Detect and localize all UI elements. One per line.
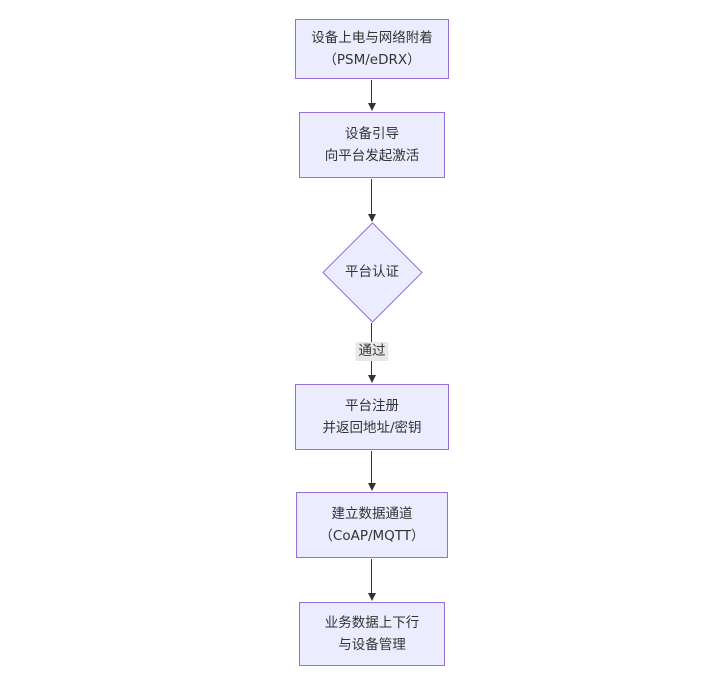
node-power-attach: 设备上电与网络附着 （PSM/eDRX） [295, 19, 449, 79]
edge-line-2 [371, 179, 372, 215]
node-bootstrap-line2: 向平台发起激活 [324, 148, 420, 164]
edge-label-pass: 通过 [355, 342, 389, 361]
arrowhead-3 [368, 375, 376, 383]
node-power-attach-line2: （PSM/eDRX） [323, 52, 421, 68]
node-register-line1: 平台注册 [345, 398, 399, 414]
edge-line-5 [371, 559, 372, 594]
arrowhead-5 [368, 593, 376, 601]
decision-platform-auth-label: 平台认证 [345, 264, 399, 280]
node-power-attach-line1: 设备上电与网络附着 [311, 30, 433, 46]
arrowhead-4 [368, 483, 376, 491]
arrowhead-1 [368, 103, 376, 111]
node-register-line2: 并返回地址/密钥 [322, 420, 422, 436]
node-business-data-line1: 业务数据上下行 [324, 615, 420, 631]
node-register: 平台注册 并返回地址/密钥 [295, 384, 449, 450]
edge-line-1 [371, 80, 372, 106]
node-data-channel-line2: （CoAP/MQTT） [319, 528, 425, 544]
node-data-channel-line1: 建立数据通道 [331, 506, 413, 522]
node-data-channel: 建立数据通道 （CoAP/MQTT） [296, 492, 448, 558]
node-bootstrap-line1: 设备引导 [345, 126, 399, 142]
node-business-data: 业务数据上下行 与设备管理 [299, 602, 445, 666]
node-business-data-line2: 与设备管理 [338, 637, 406, 653]
edge-line-4 [371, 451, 372, 484]
arrowhead-2 [368, 214, 376, 222]
node-bootstrap: 设备引导 向平台发起激活 [299, 112, 445, 178]
